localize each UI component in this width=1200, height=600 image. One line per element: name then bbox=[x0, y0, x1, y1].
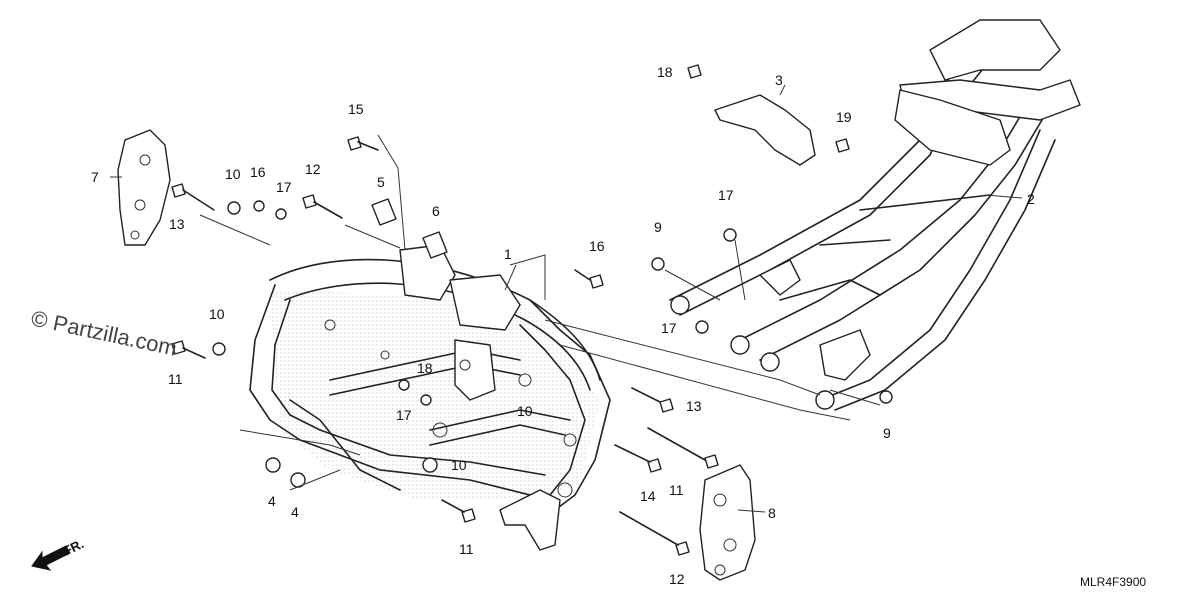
callout-9b: 9 bbox=[883, 425, 891, 441]
callout-15: 14 bbox=[640, 488, 656, 504]
callout-12b: 12 bbox=[669, 571, 685, 587]
callout-19a: 18 bbox=[657, 64, 673, 80]
callout-17a: 16 bbox=[250, 164, 266, 180]
callout-8: 8 bbox=[768, 505, 776, 521]
callout-10a: 10 bbox=[225, 166, 241, 182]
front-direction-arrow-icon bbox=[31, 545, 71, 571]
callout-16b: 16 bbox=[589, 238, 605, 254]
callout-2: 2 bbox=[1027, 191, 1035, 207]
leader-lines bbox=[110, 84, 1023, 513]
bracket-3 bbox=[714, 94, 816, 166]
callout-10c: 10 bbox=[517, 403, 533, 419]
callout-1: 1 bbox=[504, 246, 512, 262]
main-frame bbox=[249, 244, 611, 551]
side-plate-8 bbox=[699, 464, 756, 581]
callout-17d: 17 bbox=[396, 407, 412, 423]
hardware bbox=[171, 64, 893, 556]
callout-11b: 11 bbox=[459, 541, 474, 557]
callout-18b: 18 bbox=[417, 360, 433, 376]
callout-labels: 1 2 3 4 4 5 6 7 8 9 9 10 10 10 10 11 11 … bbox=[91, 64, 1035, 587]
callout-10b: 10 bbox=[209, 306, 225, 322]
callout-19b: 19 bbox=[836, 109, 852, 125]
callout-18a: 17 bbox=[276, 179, 292, 195]
callout-17c: 17 bbox=[661, 320, 677, 336]
callout-11a: 11 bbox=[168, 371, 183, 387]
callout-5: 5 bbox=[377, 174, 385, 190]
callout-17b: 17 bbox=[718, 187, 734, 203]
callout-16a: 15 bbox=[348, 101, 364, 117]
callout-9a: 9 bbox=[654, 219, 662, 235]
callout-6: 6 bbox=[432, 203, 440, 219]
diagram-code: MLR4F3900 bbox=[1080, 575, 1146, 589]
callout-13b: 13 bbox=[686, 398, 702, 414]
callout-12a: 11 bbox=[669, 482, 684, 498]
callout-10d: 10 bbox=[451, 457, 467, 473]
callout-3: 3 bbox=[775, 72, 783, 88]
callout-13a: 12 bbox=[305, 161, 321, 177]
callout-7: 7 bbox=[91, 169, 99, 185]
rear-subframe bbox=[669, 19, 1081, 411]
callout-4b: 4 bbox=[291, 504, 299, 520]
watermark-text: © Partzilla.com bbox=[29, 305, 179, 360]
callout-14: 13 bbox=[169, 216, 185, 232]
callout-4a: 4 bbox=[268, 493, 276, 509]
side-plate-7 bbox=[117, 129, 171, 246]
